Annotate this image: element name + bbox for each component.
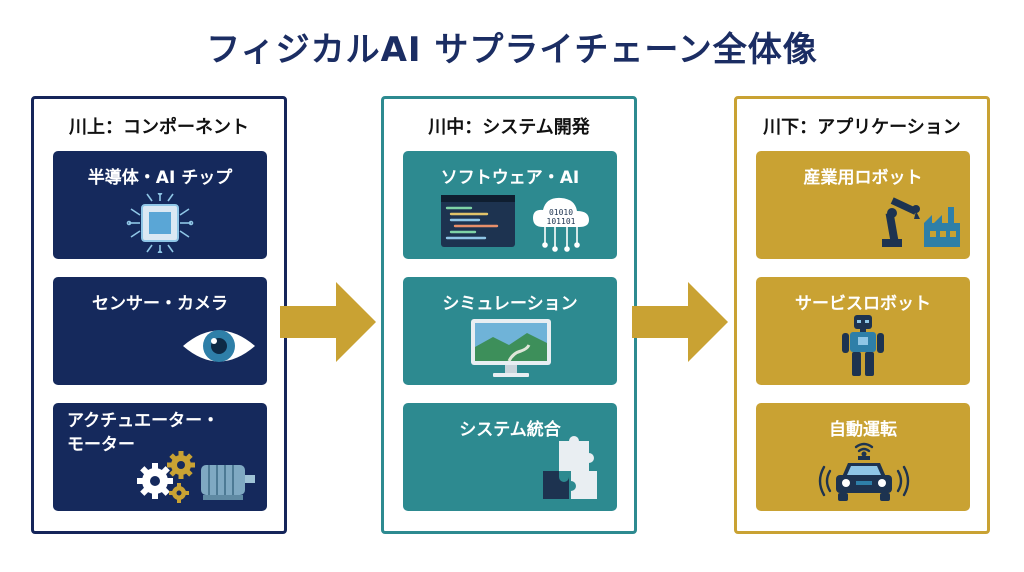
card-label: 自動運転 <box>829 420 897 440</box>
monitor-icon <box>471 319 551 377</box>
card-label: サービスロボット <box>795 294 931 314</box>
gears-motor-icon <box>137 451 255 503</box>
binary-text-2: 101101 <box>547 217 576 226</box>
column-midstream: 川中：システム開発 ソフトウェア・AI 01010 101101 <box>381 96 637 534</box>
eye-icon <box>183 330 255 362</box>
column-heading-midstream: 川中：システム開発 <box>428 117 590 138</box>
card-software-ai: ソフトウェア・AI 01010 101101 <box>403 151 617 259</box>
binary-text-1: 01010 <box>549 208 573 217</box>
card-label-line-1: アクチュエーター・ <box>67 411 220 431</box>
card-label: アクチュエーター・ モーター <box>67 409 257 457</box>
card-label: システム統合 <box>459 420 561 440</box>
card-autonomous-driving: 自動運転 <box>756 403 970 511</box>
code-cloud-icon: 01010 101101 <box>441 195 589 252</box>
column-heading-upstream: 川上：コンポーネント <box>69 117 249 138</box>
card-label: ソフトウェア・AI <box>440 168 580 188</box>
column-downstream: 川下：アプリケーション 産業用ロボット サービスロボット <box>734 96 990 534</box>
card-semiconductor: 半導体・AI チップ <box>53 151 267 259</box>
diagram-title: フィジカルAI サプライチェーン全体像 <box>206 30 818 70</box>
card-label: 半導体・AI チップ <box>87 168 233 188</box>
puzzle-icon <box>543 436 597 499</box>
column-upstream: 川上：コンポーネント 半導体・AI チップ センサー・カメラ アクチュエーター・ <box>31 96 287 534</box>
card-label: 産業用ロボット <box>803 168 923 188</box>
autonomous-car-icon <box>818 442 910 501</box>
humanoid-robot-icon <box>842 315 884 376</box>
flow-arrow-2 <box>632 282 728 362</box>
card-simulation: シミュレーション <box>403 277 617 385</box>
card-label: シミュレーション <box>442 294 578 314</box>
robot-arm-factory-icon <box>882 197 960 247</box>
column-heading-downstream: 川下：アプリケーション <box>763 117 961 138</box>
card-label: センサー・カメラ <box>92 294 228 314</box>
chip-icon <box>126 193 194 253</box>
card-industrial-robot: 産業用ロボット <box>756 151 970 259</box>
card-sensor-camera: センサー・カメラ <box>53 277 267 385</box>
card-system-integration: システム統合 <box>403 403 617 511</box>
card-actuator-motor: アクチュエーター・ モーター <box>53 403 267 511</box>
card-service-robot: サービスロボット <box>756 277 970 385</box>
card-label-line-2: モーター <box>67 435 135 455</box>
flow-arrow-1 <box>280 282 376 362</box>
